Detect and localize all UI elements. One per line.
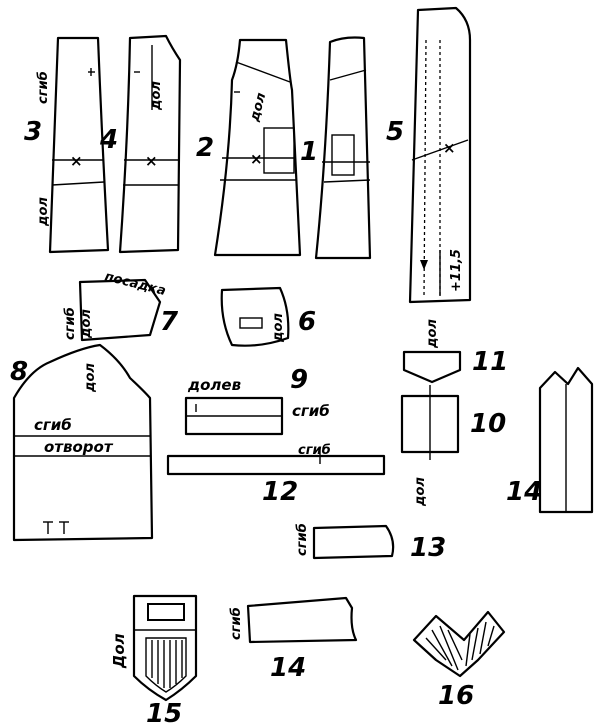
grain-label-8: дол	[83, 363, 98, 393]
welt-piece: 9 долев сгиб	[184, 365, 330, 436]
piece-number-3: 3	[24, 117, 42, 147]
cross-mark: ×	[443, 139, 456, 157]
grain-label-9: долев	[187, 376, 241, 394]
pocket-bag-piece: 6 дол	[220, 286, 316, 347]
piece-number-10: 10	[470, 409, 506, 439]
grain-label-7: дол	[79, 309, 94, 339]
facing-piece: × 5 +11,5	[386, 6, 472, 304]
fold-label-9: сгиб	[292, 402, 330, 420]
piece-number-16: 16	[438, 681, 474, 711]
piece-number-15: 15	[146, 699, 182, 726]
grain-label-15: Дол	[110, 633, 128, 669]
front-piece: × 2 дол	[196, 38, 302, 257]
fold-label-7: сгиб	[63, 307, 78, 340]
cuff-label-8: отворот	[44, 438, 114, 456]
sleeve-piece: 8 дол сгиб отворот	[10, 343, 154, 542]
shield-pocket-piece: 15 Дол	[110, 594, 198, 726]
fold-label-3: сгиб	[36, 71, 51, 104]
piece-number-1: 1	[300, 137, 318, 167]
piece-number-14-strap: 14	[270, 653, 306, 683]
fold-label-14: сгиб	[229, 607, 244, 640]
grain-label-4: дол	[149, 81, 164, 111]
cross-mark: ×	[70, 152, 83, 170]
front-tab-piece: 14	[506, 366, 594, 514]
piece-number-13: 13	[410, 533, 446, 563]
piece-number-7: 7	[160, 307, 179, 337]
pocket-piece: 10 дол	[400, 385, 506, 507]
cross-mark: ×	[250, 150, 263, 168]
belt-piece: 12 сгиб	[166, 443, 386, 507]
piece-number-11: 11	[472, 347, 508, 377]
piece-number-4: 4	[99, 125, 118, 155]
piece-number-8: 8	[10, 357, 28, 387]
fold-label-12: сгиб	[298, 443, 331, 458]
strap-piece: 14 сгиб	[229, 596, 358, 683]
piece-number-14: 14	[506, 477, 542, 507]
back-piece: 1	[300, 36, 372, 260]
collar-stand-piece: 7 посадка сгиб дол	[63, 269, 179, 342]
piece-number-9: 9	[290, 365, 308, 395]
fold-label-8: сгиб	[34, 416, 72, 434]
side-front-piece: × 4 дол	[99, 34, 182, 254]
fold-label-13: сгиб	[295, 523, 310, 556]
piece-number-12: 12	[262, 477, 298, 507]
side-back-piece: × 3 сгиб дол	[24, 36, 110, 254]
grain-label-11: дол	[425, 319, 440, 349]
grain-label-6: дол	[271, 313, 286, 343]
grain-label-10: дол	[413, 477, 428, 507]
chevron-piece: 16	[412, 610, 506, 711]
piece-number-5: 5	[386, 117, 404, 147]
tab-piece: 13 сгиб	[295, 523, 446, 563]
grain-label-3: дол	[36, 197, 51, 227]
cross-mark: ×	[145, 152, 158, 170]
piece-number-2: 2	[196, 133, 214, 163]
piece-number-6: 6	[298, 307, 316, 337]
measurement-label-5: +11,5	[449, 249, 464, 292]
flap-piece: 11 дол	[402, 319, 508, 384]
